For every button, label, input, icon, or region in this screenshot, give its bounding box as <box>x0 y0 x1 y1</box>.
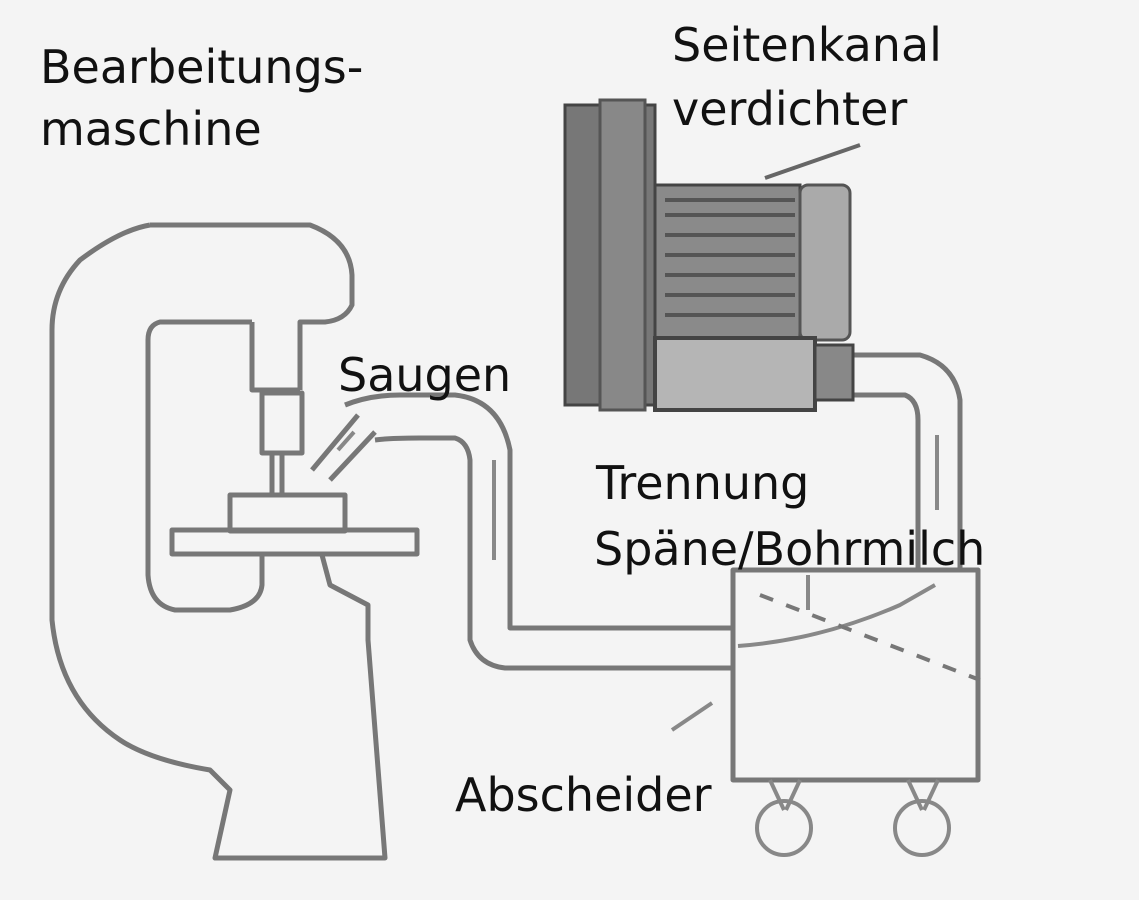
return-pipe <box>850 352 963 570</box>
label-compressor-line1: Seitenkanal <box>672 18 942 72</box>
label-separation-line2: Späne/Bohrmilch <box>594 522 986 576</box>
machine-frame <box>49 222 420 861</box>
suction-pipe <box>310 392 735 671</box>
label-compressor-line2: verdichter <box>672 82 908 136</box>
label-separation-line1: Trennung <box>596 456 810 510</box>
label-machine-line1: Bearbeitungs- <box>40 40 364 94</box>
compressor <box>563 98 861 412</box>
label-separator: Abscheider <box>455 768 712 822</box>
label-machine-line2: maschine <box>40 102 262 156</box>
separator-box <box>670 567 981 857</box>
label-suction: Saugen <box>338 348 512 402</box>
